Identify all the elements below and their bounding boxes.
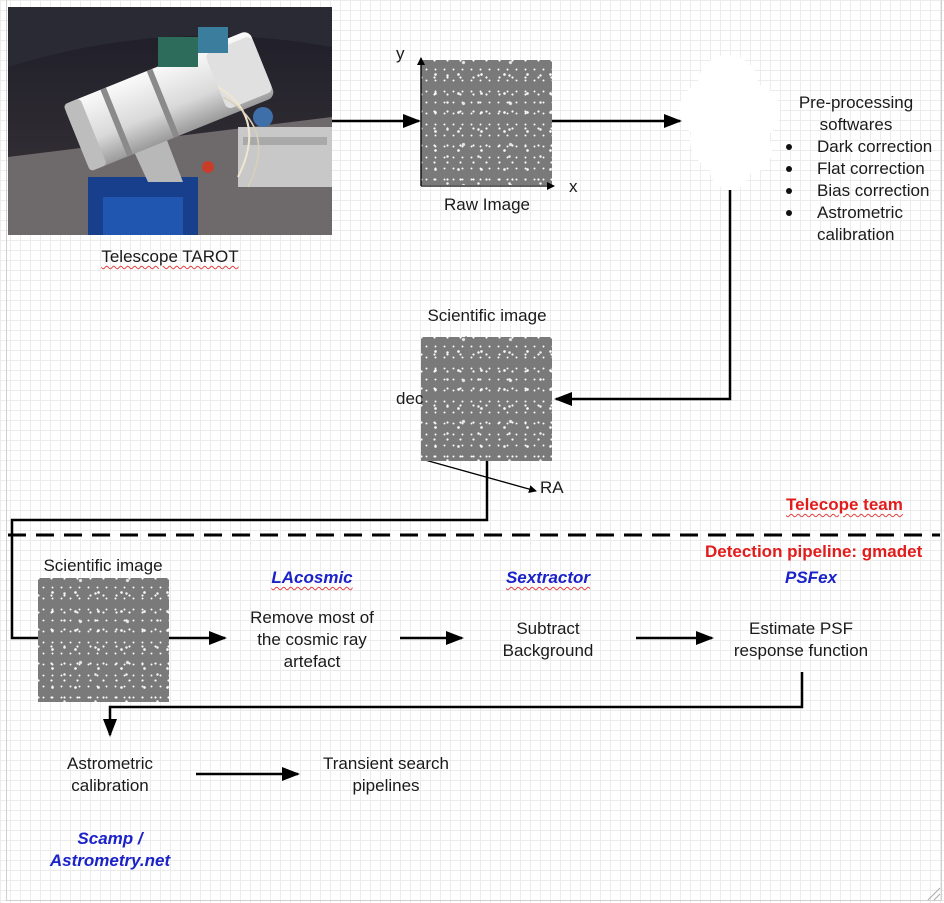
sextractor-desc-line2: Background	[502, 641, 594, 660]
arrow-preprocessing-to-scientific	[554, 190, 732, 406]
raw-image-x-axis-label: x	[569, 177, 578, 196]
preprocessing-item-continuation: calibration	[817, 225, 895, 244]
scientific-image-top	[421, 337, 552, 461]
preprocessing-title-line2: softwares	[819, 115, 893, 134]
lacosmic-tool-label: LAcosmic	[271, 568, 353, 587]
raw-image	[421, 60, 552, 185]
resize-grip	[927, 887, 941, 901]
telescope-photo	[8, 7, 332, 235]
psfex-desc-line2: response function	[733, 641, 869, 660]
sextractor-tool-label: Sextractor	[505, 568, 591, 587]
preprocessing-item: Dark correction	[783, 136, 932, 158]
raw-image-caption: Raw Image	[444, 195, 530, 214]
preprocessing-cloud	[679, 55, 780, 190]
transient-desc-line2: pipelines	[352, 776, 420, 795]
scamp-tool-label: Scamp /	[77, 829, 143, 848]
telescope-team-label: Telecope team	[786, 495, 903, 514]
preprocessing-list: Dark correction Flat correction Bias cor…	[783, 136, 932, 224]
sextractor-desc-line1: Subtract	[516, 619, 580, 638]
scientific-image-ra-axis	[424, 459, 537, 493]
lacosmic-desc-line3: artefact	[283, 652, 341, 671]
preprocessing-item: Astrometric	[783, 202, 932, 224]
scientific-image-ra-label: RA	[540, 478, 564, 497]
psfex-desc-line1: Estimate PSF	[749, 619, 853, 638]
raw-image-y-axis-label: y	[396, 44, 405, 63]
arrow-psfex-to-astrometric	[103, 672, 804, 737]
lacosmic-desc-line2: the cosmic ray	[257, 630, 367, 649]
lacosmic-desc-line1: Remove most of	[250, 608, 374, 627]
transient-desc-line1: Transient search	[323, 754, 449, 773]
astrometric-desc-line1: Astrometric	[67, 754, 153, 773]
psfex-tool-label: PSFex	[785, 568, 837, 587]
scientific-image-dec-label: dec	[396, 389, 424, 408]
scientific-image-top-caption: Scientific image	[427, 306, 547, 325]
telescope-caption: Telescope TAROT	[101, 247, 239, 266]
scientific-image-bottom	[38, 578, 169, 702]
astrometric-desc-line2: calibration	[71, 776, 149, 795]
scientific-image-bottom-caption: Scientific image	[43, 556, 163, 575]
astrometry-net-tool-label: Astrometry.net	[49, 851, 171, 870]
preprocessing-item: Bias correction	[783, 180, 932, 202]
detection-pipeline-label: Detection pipeline: gmadet	[705, 542, 923, 561]
preprocessing-title-line1: Pre-processing	[798, 93, 914, 112]
preprocessing-item: Flat correction	[783, 158, 932, 180]
